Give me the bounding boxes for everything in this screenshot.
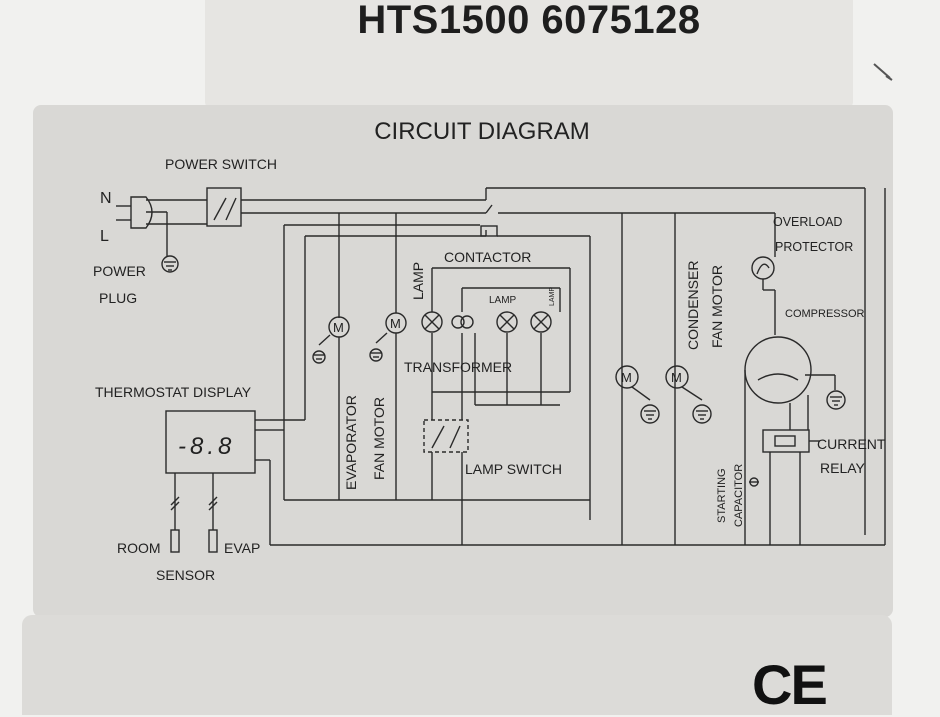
lamp-small-label: LAMP	[489, 295, 517, 306]
circuit-label-panel	[33, 105, 893, 617]
protector-label: PROTECTOR	[775, 240, 853, 254]
evaporator-motor-icon: M	[312, 213, 350, 500]
model-sticker: HTS1500 6075128	[205, 0, 853, 108]
lamp-switch-icon	[423, 419, 469, 545]
lamp-transformer-block	[431, 267, 571, 420]
svg-text:M: M	[671, 370, 682, 385]
current-relay-icon	[762, 429, 820, 545]
contactor-icon	[480, 225, 498, 237]
power-switch-label: POWER SWITCH	[165, 156, 277, 172]
overload-label: OVERLOAD	[773, 215, 842, 229]
overload-protector-icon	[751, 256, 776, 335]
power-label: POWER	[93, 263, 146, 279]
line-label: L	[100, 228, 109, 245]
condenser-fan-motor-label: FAN MOTOR	[709, 265, 725, 348]
condenser-motor-icon: M	[615, 365, 660, 424]
capacitor-label: CAPACITOR	[733, 464, 745, 527]
lamp-motor-icon: M	[369, 213, 407, 500]
lamp-tiny-label: LAMP	[549, 287, 556, 306]
power-switch-icon	[206, 187, 242, 227]
diagram-title: CIRCUIT DIAGRAM	[374, 118, 590, 145]
compressor-icon	[744, 336, 836, 545]
evaporator-fan-motor-label: FAN MOTOR	[371, 397, 387, 480]
relay-label: RELAY	[820, 460, 866, 476]
starting-label: STARTING	[716, 468, 728, 523]
compressor-label: COMPRESSOR	[785, 308, 865, 320]
thermostat-readout: -8.8	[178, 433, 235, 460]
lamp-bulb-icon	[530, 311, 552, 333]
svg-text:M: M	[621, 370, 632, 385]
sensor-label: SENSOR	[156, 567, 215, 583]
thermostat-display-label: THERMOSTAT DISPLAY	[95, 384, 252, 400]
starting-capacitor-icon	[749, 477, 759, 487]
plug-label: PLUG	[99, 290, 137, 306]
lamp-vertical-label: LAMP	[410, 262, 426, 300]
transformer-icon	[451, 315, 474, 329]
transformer-label: TRANSFORMER	[404, 359, 512, 375]
scratch-mark	[873, 63, 893, 81]
condenser-label: CONDENSER	[685, 261, 701, 350]
thermostat-display-icon	[165, 410, 270, 474]
power-plug-icon	[116, 196, 168, 256]
supply-lines	[146, 187, 886, 546]
svg-text:M: M	[390, 316, 401, 331]
contactor-label: CONTACTOR	[444, 249, 531, 265]
current-label: CURRENT	[817, 436, 886, 452]
room-label: ROOM	[117, 540, 161, 556]
evap-sensor-icon	[208, 473, 218, 553]
lamp-switch-label: LAMP SWITCH	[465, 461, 562, 477]
bottom-label-panel	[22, 615, 892, 715]
svg-text:M: M	[333, 320, 344, 335]
compressor-ground-icon	[826, 390, 846, 410]
evap-label: EVAP	[224, 540, 260, 556]
neutral-label: N	[100, 190, 112, 207]
model-code: HTS1500 6075128	[357, 0, 701, 42]
condenser-motor-icon: M	[665, 365, 712, 424]
evaporator-label: EVAPORATOR	[343, 395, 359, 490]
lamp-bulb-icon	[421, 311, 443, 333]
lamp-bulb-icon	[496, 311, 518, 333]
room-sensor-icon	[170, 473, 180, 553]
plug-ground-icon	[161, 255, 179, 273]
